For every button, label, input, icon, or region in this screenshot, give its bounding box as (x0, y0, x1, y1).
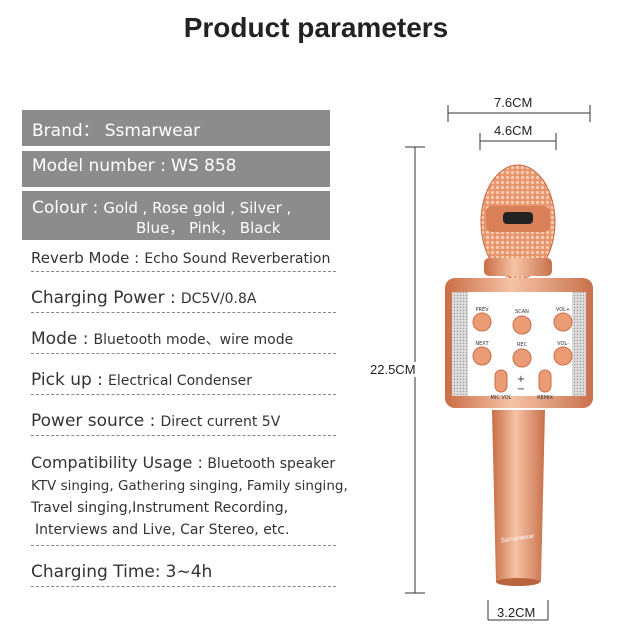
reverb-value: Echo Sound Reverberation (144, 251, 331, 267)
page-title: Product parameters (183, 12, 449, 43)
dim-handle-width: 3.2CM (497, 605, 536, 620)
colour-label: Colour : (32, 198, 99, 218)
micvol-label: MIC VOL (491, 395, 512, 401)
charging-power-label: Charging Power : (31, 288, 176, 308)
brand-mark: Ssmarwear (501, 533, 536, 545)
charging-power-row: Charging Power : DC5V/0.8A (31, 288, 336, 313)
rec-label: REC (517, 342, 528, 348)
mode-label: Mode : (31, 329, 89, 349)
model-box: Model number : WS 858 (22, 151, 330, 187)
reverb-row: Reverb Mode : Echo Sound Reverberation (31, 248, 336, 272)
compat-line-3: Travel singing,Instrument Recording, (31, 500, 289, 516)
pickup-label: Pick up : (31, 370, 103, 390)
remix-label: REMIX (537, 395, 553, 401)
svg-text:−: − (517, 384, 525, 395)
charging-time-label: Charging Time: (31, 562, 161, 582)
compat-label: Compatibility Usage : (31, 453, 203, 472)
model-label: Model number : (32, 156, 166, 176)
charging-power-value: DC5V/0.8A (180, 291, 257, 307)
compat-value: Bluetooth speaker (207, 456, 336, 472)
brand-value: Ssmarwear (104, 121, 201, 141)
compat-line-4: Interviews and Live, Car Stereo, etc. (35, 522, 290, 538)
colour-value: Gold , Rose gold , Silver , (103, 199, 292, 217)
charging-time-row: Charging Time: 3~4h (31, 562, 336, 587)
svg-text:+: + (517, 374, 525, 385)
model-value: WS 858 (171, 156, 237, 176)
mode-row: Mode : Bluetooth mode、wire mode (31, 329, 336, 354)
pickup-value: Electrical Condenser (108, 373, 253, 389)
power-source-value: Direct current 5V (160, 414, 281, 430)
dim-head-width: 4.6CM (494, 123, 533, 138)
brand-box: Brand： Ssmarwear (22, 110, 330, 146)
volup-label: VOL+ (556, 307, 570, 313)
dim-height: 22.5CM (370, 362, 416, 377)
colour-value-2: Blue， Pink， Black (136, 219, 281, 237)
pickup-row: Pick up : Electrical Condenser (31, 370, 336, 395)
voldown-label: VOL- (557, 341, 569, 347)
scan-label: SCAN (515, 309, 529, 315)
compat-line-2: KTV singing, Gathering singing, Family s… (31, 478, 348, 494)
brand-label: Brand： (32, 121, 100, 141)
dim-width-top: 7.6CM (494, 95, 533, 110)
mode-value: Bluetooth mode、wire mode (93, 332, 294, 348)
prev-label: PREV (475, 307, 489, 313)
colour-box: Colour : Gold , Rose gold , Silver , Blue… (22, 191, 330, 240)
power-source-row: Power source : Direct current 5V (31, 411, 336, 436)
power-source-label: Power source : (31, 411, 156, 431)
mic-handle (492, 410, 545, 582)
next-label: NEXT (475, 341, 489, 347)
charging-time-value: 3~4h (165, 562, 213, 582)
reverb-label: Reverb Mode : (31, 249, 140, 267)
